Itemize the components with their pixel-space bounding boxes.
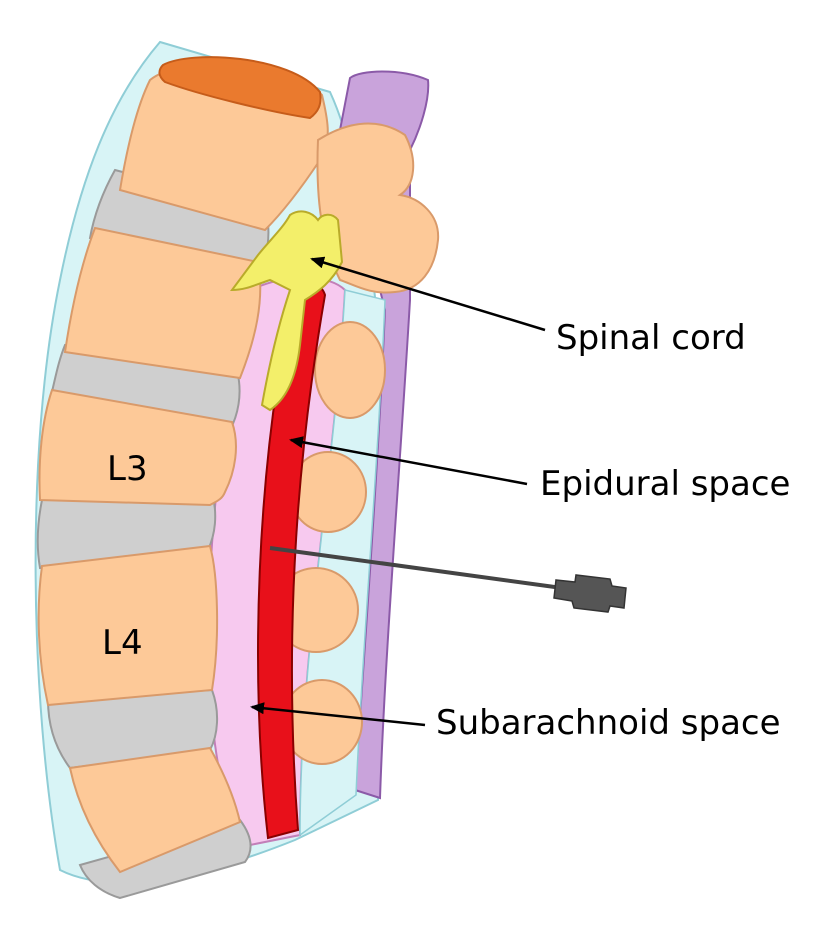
vertebral-body-l3 — [38, 388, 237, 507]
vertebral-body-l4 — [37, 544, 219, 707]
subarachnoid-space-arrow — [250, 702, 426, 727]
spinal-cord-arrow — [310, 256, 546, 332]
needle-hub — [553, 574, 627, 613]
needle-shaft — [269, 546, 563, 590]
subarachnoid-space-column — [257, 282, 327, 840]
subarachnoid-space-label: Subarachnoid space — [436, 703, 781, 743]
vertebra-label-l3: L3 — [107, 449, 148, 489]
vertebra-label-l4: L4 — [102, 623, 143, 663]
cut-bone-surface — [158, 56, 322, 120]
spinous-process — [314, 321, 386, 419]
epidural-space-arrow — [289, 436, 528, 486]
vertebral-body — [63, 226, 262, 380]
vertebral-body — [68, 746, 242, 874]
epidural-space-label: Epidural space — [540, 464, 791, 504]
intervertebral-disc — [78, 818, 252, 900]
spinal-cord-label: Spinal cord — [556, 318, 746, 358]
spinal-needle — [269, 546, 627, 613]
